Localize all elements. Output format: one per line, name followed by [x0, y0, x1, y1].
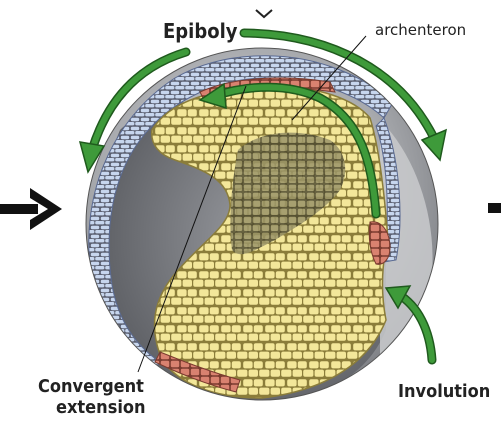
label-epiboly: Epiboly	[163, 19, 238, 43]
label-convergent: Convergent	[38, 376, 144, 397]
embryo	[86, 48, 438, 404]
label-involution: Involution	[398, 381, 490, 402]
arrow-right-icon	[488, 203, 501, 213]
label-extension: extension	[56, 397, 146, 418]
arrow-right-icon	[0, 188, 62, 230]
label-archenteron: archenteron	[375, 21, 466, 39]
chevron-down-icon	[256, 10, 272, 17]
